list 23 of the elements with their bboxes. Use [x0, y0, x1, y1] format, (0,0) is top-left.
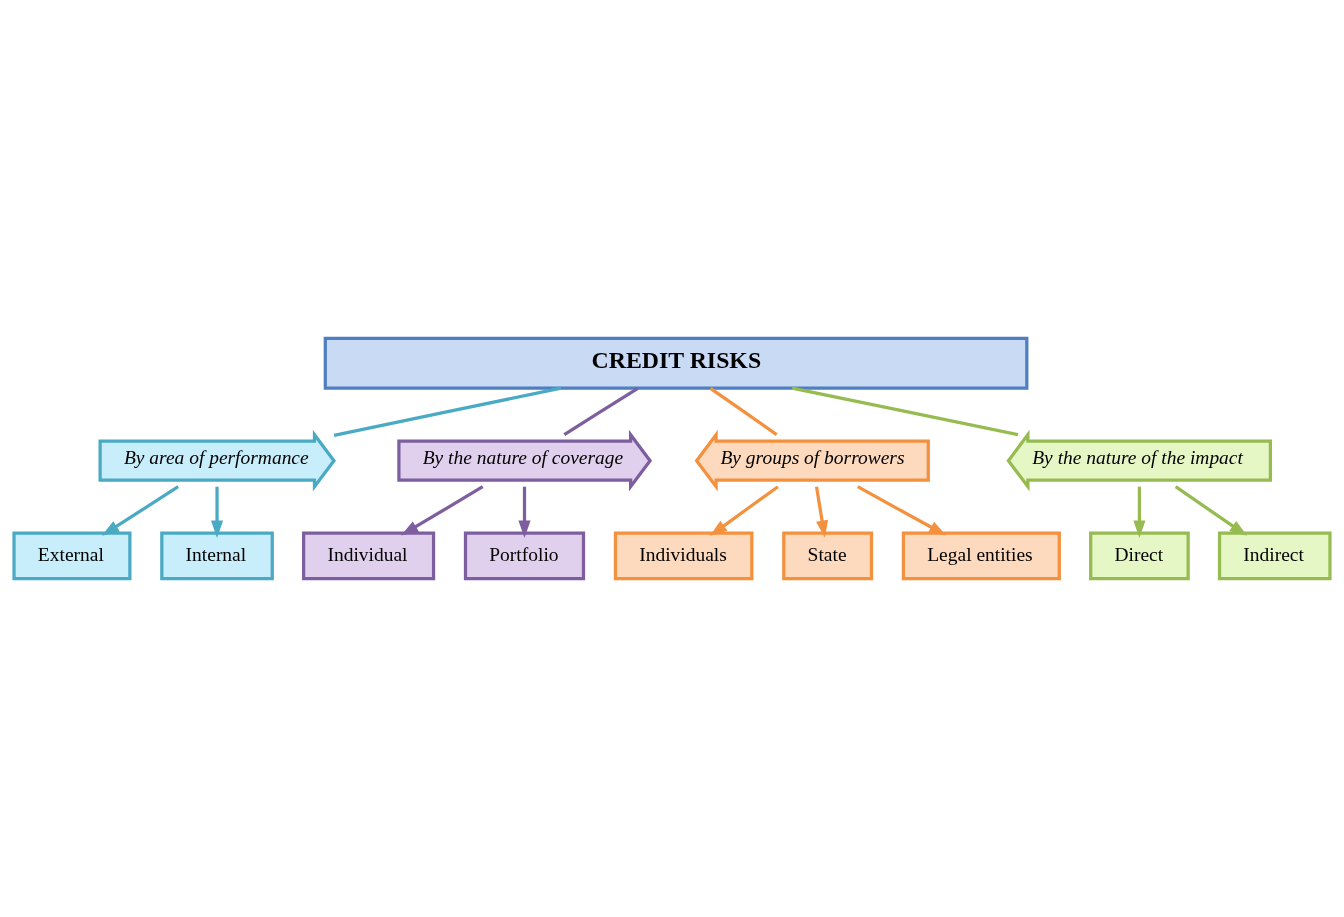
- node-box: External: [12, 531, 132, 581]
- arrow: [856, 485, 947, 536]
- connector: [333, 386, 562, 437]
- node-box: Internal: [160, 531, 274, 581]
- node-box: Direct: [1089, 531, 1190, 581]
- arrow: [210, 486, 224, 538]
- node-box: State: [782, 531, 874, 581]
- node-box: Legal entities: [901, 531, 1061, 581]
- arrow: [1133, 486, 1146, 538]
- arrow: [400, 485, 484, 536]
- node-box: Individuals: [613, 531, 754, 581]
- connector: [563, 387, 639, 436]
- connector: [709, 387, 778, 436]
- connector: [791, 386, 1019, 437]
- node-box: CREDIT RISKS: [323, 336, 1029, 390]
- node-box: Individual: [302, 531, 436, 581]
- arrow: [101, 485, 180, 536]
- arrow: [1174, 485, 1248, 536]
- arrow: [814, 486, 829, 538]
- node-box: Indirect: [1217, 531, 1332, 581]
- arrow: [518, 486, 531, 538]
- arrow: [709, 485, 779, 536]
- node-box: Portfolio: [463, 531, 586, 581]
